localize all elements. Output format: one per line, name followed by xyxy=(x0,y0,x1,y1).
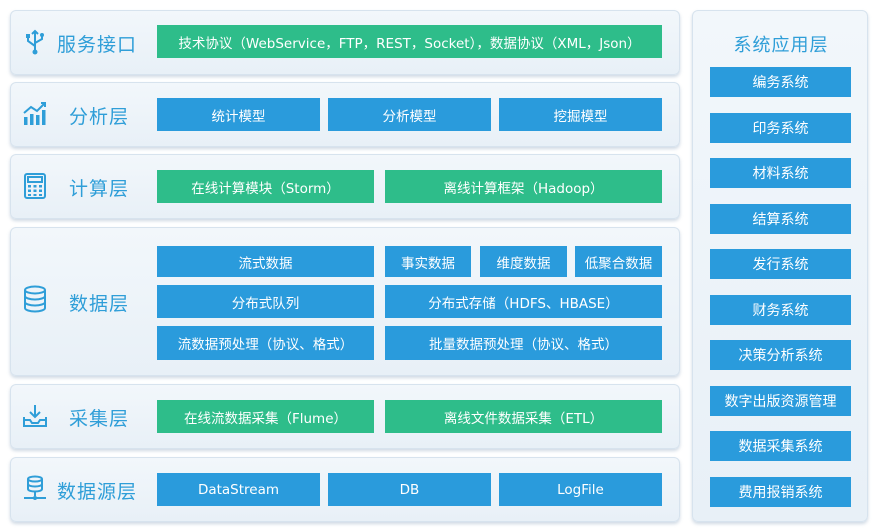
service-protocol-box: 技术协议（WebService，FTP，REST，Socket），数据协议（XM… xyxy=(157,25,662,58)
offline-compute-box: 离线计算框架（Hadoop） xyxy=(385,170,662,203)
stream-preprocess-box: 流数据预处理（协议、格式） xyxy=(157,326,374,360)
usb-icon xyxy=(21,28,49,56)
analysis-layer: 分析层 统计模型 分析模型 挖掘模型 xyxy=(10,82,680,147)
layer-title: 数据层 xyxy=(69,293,130,315)
collection-layer: 采集层 在线流数据采集（Flume） 离线文件数据采集（ETL） xyxy=(10,384,680,449)
bar-chart-icon xyxy=(21,100,49,128)
fact-data-box: 事实数据 xyxy=(385,246,471,277)
system-item: 数据采集系统 xyxy=(710,431,851,461)
datastream-box: DataStream xyxy=(157,473,320,506)
layer-title: 数据源层 xyxy=(57,481,138,503)
system-item: 结算系统 xyxy=(710,204,851,234)
system-item: 印务系统 xyxy=(710,113,851,143)
batch-preprocess-box: 批量数据预处理（协议、格式） xyxy=(385,326,662,360)
system-item: 决策分析系统 xyxy=(710,340,851,370)
system-item: 编务系统 xyxy=(710,67,851,97)
low-aggregate-data-box: 低聚合数据 xyxy=(575,246,662,277)
layer-title: 分析层 xyxy=(69,106,130,128)
statistics-model-box: 统计模型 xyxy=(157,98,320,131)
system-item: 发行系统 xyxy=(710,249,851,279)
inbox-download-icon xyxy=(21,402,49,430)
service-interface-layer: 服务接口 技术协议（WebService，FTP，REST，Socket），数据… xyxy=(10,10,680,75)
system-item: 材料系统 xyxy=(710,158,851,188)
data-source-layer: 数据源层 DataStream DB LogFile xyxy=(10,457,680,522)
distributed-storage-box: 分布式存储（HDFS、HBASE） xyxy=(385,285,662,318)
server-icon xyxy=(21,474,49,502)
layer-title: 计算层 xyxy=(69,178,130,200)
analysis-model-box: 分析模型 xyxy=(328,98,491,131)
data-layer: 数据层 流式数据 事实数据 维度数据 低聚合数据 分布式队列 分布式存储（HDF… xyxy=(10,227,680,376)
layer-title: 服务接口 xyxy=(57,34,138,56)
stream-data-box: 流式数据 xyxy=(157,246,374,277)
compute-layer: 计算层 在线计算模块（Storm） 离线计算框架（Hadoop） xyxy=(10,154,680,219)
distributed-queue-box: 分布式队列 xyxy=(157,285,374,318)
layer-title: 采集层 xyxy=(69,408,130,430)
db-box: DB xyxy=(328,473,491,506)
calculator-icon xyxy=(21,172,49,200)
mining-model-box: 挖掘模型 xyxy=(499,98,662,131)
online-compute-box: 在线计算模块（Storm） xyxy=(157,170,374,203)
database-icon xyxy=(21,285,49,313)
system-app-title: 系统应用层 xyxy=(733,35,829,56)
system-item: 数字出版资源管理 xyxy=(710,386,851,416)
system-item: 财务系统 xyxy=(710,295,851,325)
system-item: 费用报销系统 xyxy=(710,477,851,507)
offline-collect-box: 离线文件数据采集（ETL） xyxy=(385,400,662,433)
online-collect-box: 在线流数据采集（Flume） xyxy=(157,400,374,433)
logfile-box: LogFile xyxy=(499,473,662,506)
dimension-data-box: 维度数据 xyxy=(480,246,567,277)
system-app-layer: 系统应用层 编务系统 印务系统 材料系统 结算系统 发行系统 财务系统 决策分析… xyxy=(692,10,868,522)
